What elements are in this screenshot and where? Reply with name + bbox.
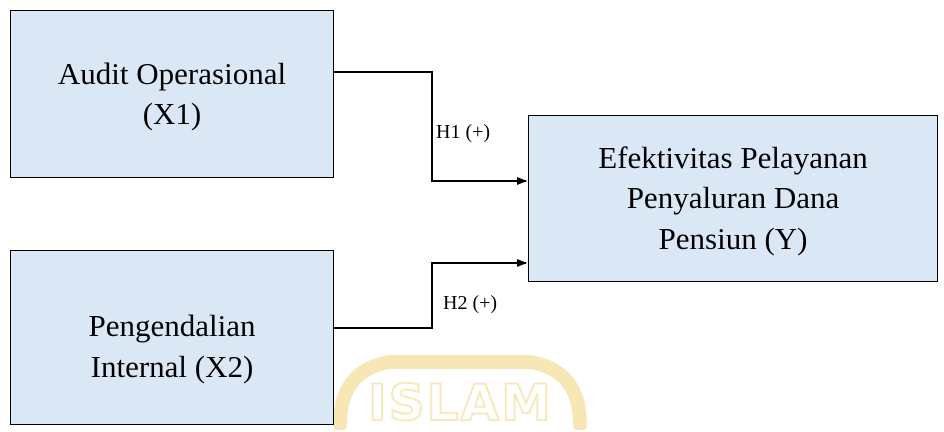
watermark-text: ISLAM — [367, 373, 553, 432]
variable-box-pengendalian-internal: Pengendalian Internal (X2) — [10, 250, 334, 425]
hypothesis-label-h2: H2 (+) — [443, 292, 498, 314]
connector-layer — [334, 71, 527, 329]
research-model-diagram: ISLAM Audit Operasional (X1) Efektivitas… — [10, 10, 938, 432]
watermark-logo: ISLAM — [320, 340, 600, 432]
edge-h1-line — [334, 71, 527, 185]
watermark-emblem-shape — [333, 355, 587, 430]
hypothesis-label-h1: H1 (+) — [436, 121, 491, 143]
variable-label-y: Efektivitas Pelayanan Penyaluran Dana Pe… — [598, 140, 868, 256]
variable-label-x2: Pengendalian Internal (X2) — [88, 308, 256, 384]
variable-label-x1: Audit Operasional (X1) — [57, 55, 287, 131]
edge-h2-line — [334, 259, 527, 329]
variable-box-efektivitas-pelayanan: Efektivitas Pelayanan Penyaluran Dana Pe… — [528, 115, 938, 282]
variable-box-audit-operasional: Audit Operasional (X1) — [10, 10, 334, 178]
